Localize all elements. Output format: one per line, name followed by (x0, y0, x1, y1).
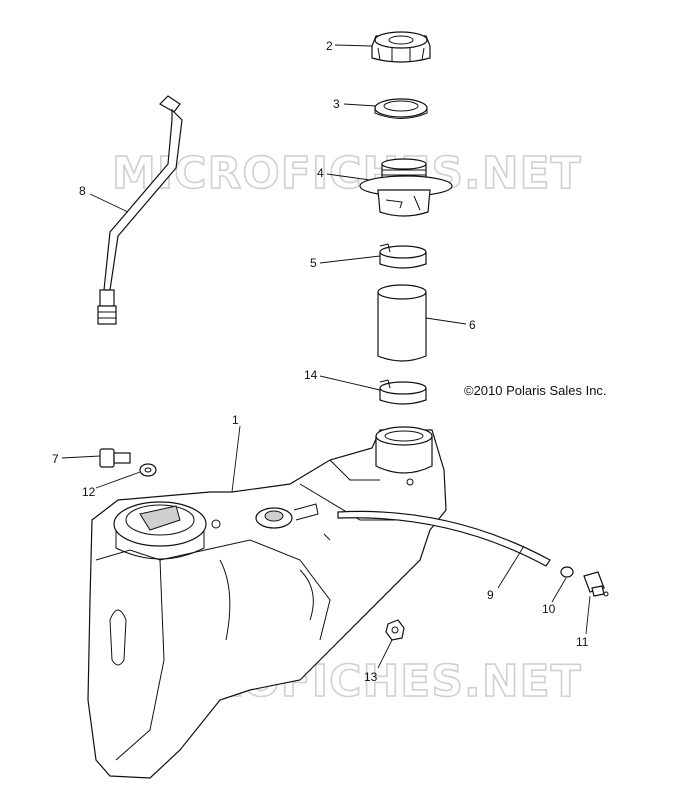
watermark-top: MICROFICHES.NET (112, 148, 582, 199)
leader-14 (319, 375, 381, 391)
fuel-tank (87, 426, 447, 779)
callout-13: 13 (364, 670, 378, 684)
callout-11: 11 (576, 635, 589, 649)
filler-hose (377, 284, 427, 362)
hose-clamp-lower (379, 379, 427, 405)
leader-4 (326, 173, 371, 181)
leader-10 (551, 577, 567, 603)
callout-5: 5 (310, 256, 317, 270)
callout-14: 14 (304, 368, 318, 382)
leader-3 (343, 103, 377, 107)
leader-13 (377, 639, 393, 669)
filler-neck (359, 158, 453, 217)
hose-clamp-upper (379, 243, 427, 269)
plug (560, 566, 574, 578)
callout-2: 2 (326, 39, 333, 53)
leader-8 (89, 193, 129, 213)
leader-5 (319, 255, 381, 264)
gasket-ring (374, 98, 428, 119)
nut (385, 619, 405, 641)
callout-4: 4 (317, 166, 324, 180)
copyright-text: ©2010 Polaris Sales Inc. (464, 383, 607, 398)
callout-10: 10 (542, 602, 556, 616)
leader-6 (425, 317, 467, 325)
washer (139, 463, 157, 477)
leader-11 (585, 595, 591, 635)
callout-6: 6 (469, 318, 476, 332)
leader-7 (61, 455, 101, 459)
fuel-line (337, 510, 551, 567)
callout-9: 9 (487, 588, 494, 602)
leader-9 (497, 545, 525, 589)
leader-1 (231, 425, 241, 493)
check-valve (583, 571, 609, 597)
bolt (99, 448, 131, 468)
fuel-cap (371, 31, 431, 63)
callout-8: 8 (79, 184, 86, 198)
leader-12 (95, 471, 141, 489)
callout-3: 3 (333, 97, 340, 111)
callout-12: 12 (82, 485, 96, 499)
vent-line (97, 95, 183, 325)
leader-2 (334, 44, 373, 47)
callout-7: 7 (52, 452, 59, 466)
callout-1: 1 (232, 413, 239, 427)
